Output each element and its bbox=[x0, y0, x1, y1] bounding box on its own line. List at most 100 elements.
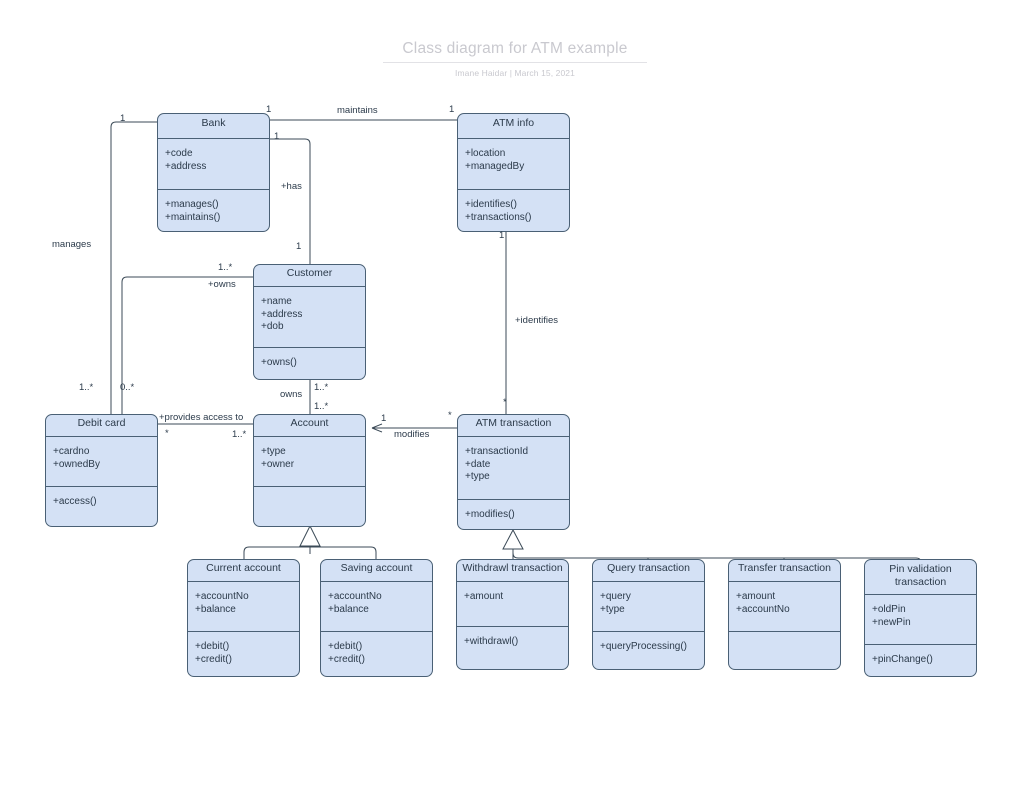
uml-attribute: +accountNo bbox=[736, 603, 790, 615]
uml-attributes-atm-info: +location+managedBy bbox=[458, 139, 569, 189]
multiplicity-atminfo-maintains: 1 bbox=[449, 104, 455, 115]
uml-class-transfer-transaction[interactable]: Transfer transaction+amount+accountNo bbox=[728, 559, 841, 670]
uml-attribute: +ownedBy bbox=[53, 458, 100, 470]
uml-attribute: +transactionId bbox=[465, 446, 529, 457]
uml-class-name-atm-transaction: ATM transaction bbox=[458, 415, 569, 437]
uml-class-name-atm-info: ATM info bbox=[458, 114, 569, 139]
edge-label-manages: manages bbox=[52, 239, 92, 250]
uml-attribute: +address bbox=[261, 308, 303, 320]
edge-label-identifies: +identifies bbox=[515, 315, 559, 326]
uml-method: +maintains() bbox=[165, 211, 221, 223]
uml-class-name-bank: Bank bbox=[158, 114, 269, 139]
uml-attribute: +accountNo bbox=[328, 591, 382, 602]
uml-method: +debit() bbox=[328, 641, 363, 652]
uml-attributes-account: +type+owner bbox=[254, 437, 365, 486]
uml-methods-account bbox=[254, 486, 365, 503]
uml-methods-bank: +manages()+maintains() bbox=[158, 189, 269, 231]
uml-class-name-saving-account: Saving account bbox=[321, 560, 432, 582]
uml-attributes-bank: +code+address bbox=[158, 139, 269, 189]
uml-class-customer[interactable]: Customer+name+address+dob +owns() bbox=[253, 264, 366, 380]
uml-attributes-pin-validation-transaction: +oldPin+newPin bbox=[865, 595, 976, 644]
multiplicity-account-owns: 1..* bbox=[314, 401, 329, 412]
multiplicity-bank-maintains: 1 bbox=[266, 104, 272, 115]
uml-attributes-atm-transaction: +transactionId+date+type bbox=[458, 437, 569, 499]
uml-attributes-query-transaction: +query+type bbox=[593, 582, 704, 631]
generalization-triangle-transaction bbox=[502, 528, 524, 550]
uml-attribute: +accountNo bbox=[195, 591, 249, 602]
edge-manages bbox=[110, 121, 157, 414]
uml-attribute: +address bbox=[165, 160, 207, 172]
uml-attribute: +date bbox=[465, 458, 491, 470]
uml-methods-query-transaction: +queryProcessing() bbox=[593, 631, 704, 661]
uml-attribute: +code bbox=[165, 148, 193, 159]
multiplicity-customer-owns-card: 1..* bbox=[218, 262, 233, 273]
uml-attribute: +amount bbox=[736, 591, 776, 602]
uml-attribute: +type bbox=[261, 446, 286, 457]
uml-method: +queryProcessing() bbox=[600, 641, 687, 652]
uml-class-current-account[interactable]: Current account+accountNo+balance+debit(… bbox=[187, 559, 300, 677]
edge-label-provides-access: +provides access to bbox=[159, 412, 244, 423]
uml-class-name-customer: Customer bbox=[254, 265, 365, 287]
uml-attribute: +location bbox=[465, 148, 506, 159]
multiplicity-debitcard-provides: * bbox=[165, 428, 169, 439]
uml-attribute: +dob bbox=[261, 321, 284, 332]
edge-label-has: +has bbox=[281, 181, 302, 192]
uml-class-debit-card[interactable]: Debit card+cardno+ownedBy+access() bbox=[45, 414, 158, 527]
uml-methods-current-account: +debit()+credit() bbox=[188, 631, 299, 673]
uml-methods-withdrawl-transaction: +withdrawl() bbox=[457, 626, 568, 656]
multiplicity-account-modifies: 1 bbox=[381, 413, 387, 424]
uml-attributes-customer: +name+address+dob bbox=[254, 287, 365, 347]
uml-attribute: +type bbox=[465, 471, 490, 482]
multiplicity-debitcard-manages: 1..* bbox=[79, 382, 94, 393]
multiplicity-bank-manages: 1 bbox=[120, 113, 126, 124]
multiplicity-account-provides: 1..* bbox=[232, 429, 247, 440]
uml-class-account[interactable]: Account+type+owner bbox=[253, 414, 366, 527]
uml-method: +credit() bbox=[328, 653, 365, 665]
edge-label-modifies: modifies bbox=[394, 429, 430, 440]
multiplicity-customer-has: 1 bbox=[296, 241, 302, 252]
uml-class-name-transfer-transaction: Transfer transaction bbox=[729, 560, 840, 582]
edge-account-generalization-bus bbox=[243, 546, 377, 559]
uml-attributes-transfer-transaction: +amount+accountNo bbox=[729, 582, 840, 631]
multiplicity-atmtransaction-modifies: * bbox=[448, 410, 452, 421]
uml-class-withdrawl-transaction[interactable]: Withdrawl transaction+amount+withdrawl() bbox=[456, 559, 569, 670]
uml-method: +identifies() bbox=[465, 199, 517, 210]
uml-method: +debit() bbox=[195, 641, 230, 652]
uml-attribute: +managedBy bbox=[465, 160, 525, 172]
uml-class-name-account: Account bbox=[254, 415, 365, 437]
uml-methods-customer: +owns() bbox=[254, 347, 365, 377]
multiplicity-atminfo-identifies: 1 bbox=[499, 230, 505, 241]
uml-class-bank[interactable]: Bank+code+address+manages()+maintains() bbox=[157, 113, 270, 232]
uml-class-atm-info[interactable]: ATM info+location+managedBy+identifies()… bbox=[457, 113, 570, 232]
multiplicity-debitcard-owns: 0..* bbox=[120, 382, 135, 393]
uml-class-name-query-transaction: Query transaction bbox=[593, 560, 704, 582]
uml-class-atm-transaction[interactable]: ATM transaction+transactionId+date+type+… bbox=[457, 414, 570, 530]
uml-method: +transactions() bbox=[465, 211, 532, 223]
uml-attribute: +oldPin bbox=[872, 604, 906, 615]
uml-method: +access() bbox=[53, 496, 97, 507]
uml-methods-atm-info: +identifies()+transactions() bbox=[458, 189, 569, 231]
uml-attribute: +cardno bbox=[53, 446, 90, 457]
page-subtitle: Imane Haidar | March 15, 2021 bbox=[455, 68, 575, 78]
uml-class-name-current-account: Current account bbox=[188, 560, 299, 582]
uml-class-saving-account[interactable]: Saving account +accountNo+balance +debit()… bbox=[320, 559, 433, 677]
uml-class-name-withdrawl-transaction: Withdrawl transaction bbox=[457, 560, 568, 582]
edge-transaction-generalization-bus bbox=[512, 549, 922, 564]
title-block: Class diagram for ATM example Imane Haid… bbox=[383, 40, 647, 78]
uml-methods-saving-account: +debit()+credit() bbox=[321, 631, 432, 673]
uml-attributes-withdrawl-transaction: +amount bbox=[457, 582, 568, 626]
uml-methods-transfer-transaction bbox=[729, 631, 840, 648]
edge-label-owns-card: +owns bbox=[208, 279, 236, 290]
uml-attribute: +balance bbox=[328, 603, 369, 615]
uml-methods-atm-transaction: +modifies() bbox=[458, 499, 569, 529]
uml-attribute: +owner bbox=[261, 458, 295, 470]
uml-methods-pin-validation-transaction: +pinChange() bbox=[865, 644, 976, 674]
edge-label-owns-account: owns bbox=[280, 389, 303, 400]
multiplicity-bank-has: 1 bbox=[274, 131, 280, 142]
edge-has bbox=[270, 138, 311, 264]
uml-method: +owns() bbox=[261, 357, 297, 368]
uml-method: +manages() bbox=[165, 199, 219, 210]
uml-class-query-transaction[interactable]: Query transaction+query+type +queryProces… bbox=[592, 559, 705, 670]
